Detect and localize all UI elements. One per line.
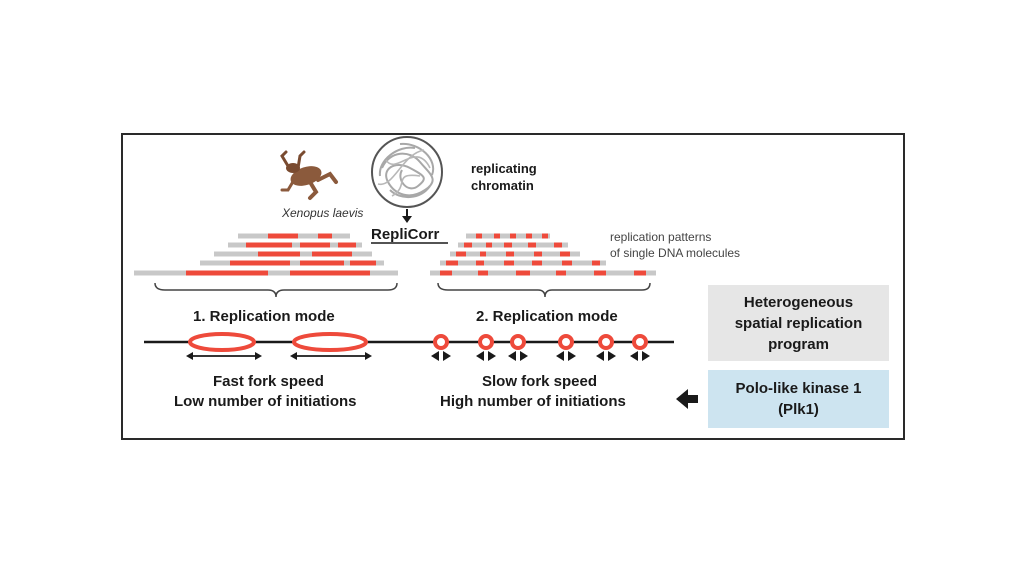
replication-bubble-small	[632, 334, 648, 350]
replication-bubble-small	[510, 334, 526, 350]
heterogeneous-program-box: Heterogeneous spatial replication progra…	[708, 285, 889, 361]
replication-bubble-small	[433, 334, 449, 350]
mode1-desc-line1: Fast fork speed	[213, 373, 324, 390]
plk1-box-line1: Polo-like kinase 1	[735, 380, 862, 397]
left-arrow-icon	[676, 389, 698, 409]
plk1-box-line2: (Plk1)	[778, 401, 819, 418]
heterogeneous-box-line2: spatial replication	[734, 314, 863, 332]
dna-molecules-right	[430, 233, 656, 276]
replication-bubble-large	[188, 332, 256, 352]
chromatin-label-line2: chromatin	[471, 178, 534, 193]
dna-molecules-left	[134, 233, 398, 276]
fork-double-arrow	[290, 352, 372, 360]
replication-bubbles	[188, 332, 648, 352]
patterns-label-line1: replication patterns	[610, 230, 712, 244]
fork-arrow-pair	[556, 351, 576, 361]
mode2-desc-line2: High number of initiations	[440, 393, 626, 410]
down-arrow-icon	[402, 209, 412, 223]
replication-bubble-large	[292, 332, 368, 352]
fork-arrow-pair	[596, 351, 616, 361]
fork-double-arrow	[186, 352, 262, 360]
brace-mode2	[437, 282, 651, 298]
heterogeneous-box-line3: program	[768, 335, 829, 353]
replication-bubble-small	[558, 334, 574, 350]
fork-arrow-pair	[508, 351, 528, 361]
fork-arrows	[186, 351, 650, 361]
method-label: RepliCorr	[371, 226, 440, 243]
fork-arrow-pair	[476, 351, 496, 361]
mode1-title: 1. Replication mode	[193, 308, 335, 325]
mode2-desc-line1: Slow fork speed	[482, 373, 598, 390]
replication-bubble-small	[598, 334, 614, 350]
fork-arrow-pair	[630, 351, 650, 361]
replication-bubble-small	[478, 334, 494, 350]
chromatin-icon	[371, 136, 443, 208]
organism-label: Xenopus laevis	[282, 206, 364, 220]
mode1-desc-line2: Low number of initiations	[174, 393, 357, 410]
plk1-box: Polo-like kinase 1 (Plk1)	[708, 370, 889, 428]
brace-mode1	[154, 282, 398, 298]
frog-icon	[280, 150, 338, 200]
patterns-label-line2: of single DNA molecules	[610, 246, 741, 260]
mode2-title: 2. Replication mode	[476, 308, 618, 325]
fork-arrow-pair	[431, 351, 451, 361]
heterogeneous-box-line1: Heterogeneous	[743, 293, 854, 311]
chromatin-label-line1: replicating	[471, 161, 537, 176]
